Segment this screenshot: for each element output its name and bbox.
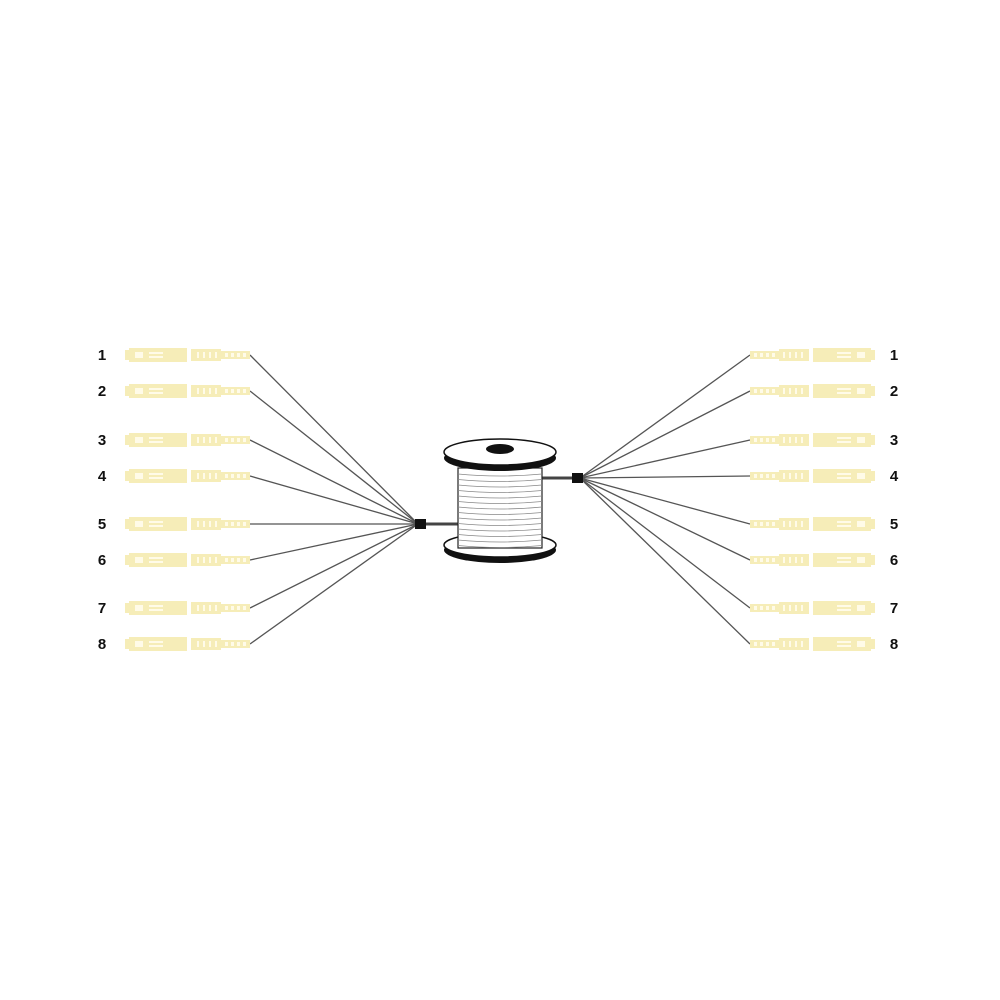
left-connector-1 (125, 348, 250, 362)
left-port-label: 6 (98, 552, 106, 569)
left-connector-6 (125, 553, 250, 567)
right-fiber-5 (579, 477, 751, 525)
right-connector-6 (750, 553, 875, 567)
left-fiber-4 (249, 475, 419, 525)
right-connector-7 (750, 601, 875, 615)
right-connector-8 (750, 637, 875, 651)
left-breakout-boot (415, 519, 426, 529)
left-connector-8 (125, 637, 250, 651)
left-port-label: 3 (98, 432, 106, 449)
right-fiber-1 (579, 354, 751, 479)
spool-hole (486, 444, 514, 454)
right-fiber-4 (579, 475, 751, 479)
left-fiber-2 (249, 390, 419, 525)
left-port-label: 2 (98, 383, 106, 400)
left-fiber-7 (249, 523, 419, 609)
right-connector-3 (750, 433, 875, 447)
right-fiber-3 (579, 439, 751, 479)
left-connector-4 (125, 469, 250, 483)
fibers (249, 354, 751, 645)
right-fiber-8 (579, 477, 751, 645)
left-port-label: 5 (98, 516, 106, 533)
left-fiber-3 (249, 439, 419, 525)
left-port-label: 7 (98, 600, 106, 617)
right-port-label: 1 (890, 347, 898, 364)
right-port-label: 2 (890, 383, 898, 400)
right-port-label: 5 (890, 516, 898, 533)
right-breakout-boot (572, 473, 583, 483)
right-fiber-7 (579, 477, 751, 609)
left-port-label: 8 (98, 636, 106, 653)
right-port-label: 3 (890, 432, 898, 449)
right-fiber-6 (579, 477, 751, 561)
right-fiber-2 (579, 390, 751, 479)
left-port-label: 4 (98, 468, 107, 485)
right-connector-5 (750, 517, 875, 531)
left-connector-7 (125, 601, 250, 615)
right-connector-4 (750, 469, 875, 483)
left-connector-5 (125, 517, 250, 531)
left-fiber-6 (249, 523, 419, 561)
left-fiber-8 (249, 523, 419, 645)
left-connector-2 (125, 384, 250, 398)
cable-spool (415, 438, 583, 563)
left-connector-3 (125, 433, 250, 447)
right-port-label: 4 (890, 468, 899, 485)
left-fiber-1 (249, 354, 419, 525)
right-connector-1 (750, 348, 875, 362)
right-port-label: 7 (890, 600, 898, 617)
right-port-label: 8 (890, 636, 898, 653)
right-port-label: 6 (890, 552, 898, 569)
left-port-label: 1 (98, 347, 106, 364)
right-connector-2 (750, 384, 875, 398)
spool-top-flange (443, 438, 557, 471)
